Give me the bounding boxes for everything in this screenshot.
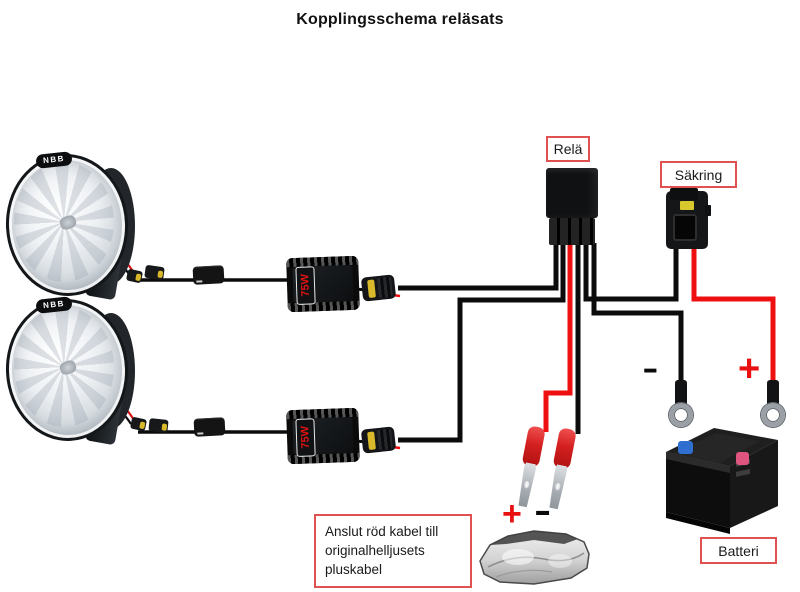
driving-light-lower: NBB xyxy=(2,295,139,446)
connector-seal xyxy=(157,270,164,278)
relay-label-text: Relä xyxy=(553,141,583,157)
fuse-notch xyxy=(705,205,711,216)
lower-inline-module xyxy=(193,417,226,437)
battery-label: Batteri xyxy=(700,537,777,564)
note-box: Anslut röd kabel till originalhelljusets… xyxy=(314,514,472,588)
wire-relay-to-lower-ballast xyxy=(398,243,566,443)
ring-terminal-minus xyxy=(668,380,694,430)
original-headlight-image xyxy=(479,530,590,585)
headlight-plus-mark: + xyxy=(502,495,522,533)
upper-ballast-output-connector xyxy=(360,274,397,302)
ballast-upper: 75W xyxy=(286,255,360,313)
connector-seal xyxy=(161,422,168,431)
relay xyxy=(546,168,598,218)
ring-terminal-plus xyxy=(760,380,786,430)
fuse-holder xyxy=(666,188,711,249)
spade-hole xyxy=(523,479,531,489)
fuse-tab xyxy=(670,188,698,200)
wire-relay-to-fuse xyxy=(583,243,679,302)
battery-label-text: Batteri xyxy=(718,542,759,559)
wire-relay-to-battery-minus xyxy=(591,243,684,386)
ballast-power-sticker: 75W xyxy=(295,266,316,305)
upper-ballast-input-connector xyxy=(144,264,165,281)
relay-socket xyxy=(549,218,595,245)
relay-label: Relä xyxy=(546,136,590,162)
fuse-label-text: Säkring xyxy=(674,166,723,183)
battery-positive-cap xyxy=(736,452,749,465)
ring-eye xyxy=(761,403,785,427)
battery-image xyxy=(666,428,778,534)
ring-eye xyxy=(669,403,693,427)
driving-light-upper: NBB xyxy=(2,150,139,301)
lower-ballast-output-connector xyxy=(360,426,397,454)
battery-negative-cap xyxy=(678,441,693,454)
fuse-element xyxy=(680,201,694,210)
lower-ballast-input-connector xyxy=(148,418,169,433)
spade-hole xyxy=(554,481,562,491)
fuse-label: Säkring xyxy=(660,161,737,188)
wire-relay-red-trigger xyxy=(543,243,573,432)
connector-seal xyxy=(139,421,146,430)
ballast-power-sticker: 75W xyxy=(295,418,316,457)
connector-seal xyxy=(135,273,142,282)
headlight-minus-mark: - xyxy=(534,492,552,530)
wire-relay-to-upper-ballast xyxy=(398,243,559,291)
ring-sleeve xyxy=(675,380,687,406)
diagram-title: Kopplingsschema reläsats xyxy=(296,11,504,28)
note-text: Anslut röd kabel till originalhelljusets… xyxy=(325,524,439,577)
fuse-window xyxy=(673,214,697,241)
battery-plus-mark: + xyxy=(738,348,761,390)
ballast-lower: 75W xyxy=(286,407,360,465)
battery-minus-mark: - xyxy=(642,350,659,386)
ring-sleeve xyxy=(767,380,779,406)
upper-inline-module xyxy=(192,265,225,285)
wire-fuse-to-battery-plus xyxy=(691,246,776,386)
